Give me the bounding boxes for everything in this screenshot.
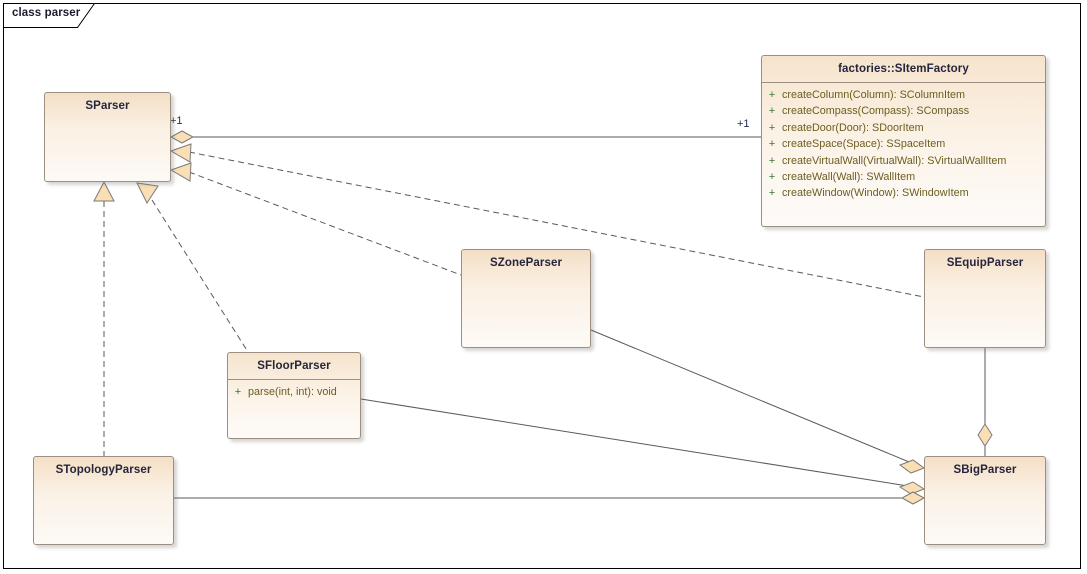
operations-compartment-sfloorparser: + parse(int, int): void xyxy=(228,379,360,406)
class-box-sbigparser[interactable]: SBigParser xyxy=(924,456,1046,545)
operation-signature: createSpace(Space): SSpaceItem xyxy=(782,138,946,151)
operation-row: + createSpace(Space): SSpaceItem xyxy=(762,136,1045,152)
visibility-marker: + xyxy=(768,154,776,167)
class-box-sequipparser[interactable]: SEquipParser xyxy=(924,249,1046,348)
operation-signature: createCompass(Compass): SCompass xyxy=(782,105,970,118)
class-box-szoneparser[interactable]: SZoneParser xyxy=(461,249,591,348)
operation-row: + createCompass(Compass): SCompass xyxy=(762,103,1045,119)
operations-compartment-sitemfactory: + createColumn(Column): SColumnItem + cr… xyxy=(762,82,1045,208)
class-name-sbigparser: SBigParser xyxy=(953,464,1017,476)
operation-row: + createWindow(Window): SWindowItem xyxy=(762,185,1045,201)
operation-row: + createDoor(Door): SDoorItem xyxy=(762,120,1045,136)
frame-tab-shape xyxy=(3,3,95,28)
class-name-sparser: SParser xyxy=(85,100,130,112)
class-box-sparser[interactable]: SParser xyxy=(44,92,171,182)
class-name-szoneparser: SZoneParser xyxy=(489,257,563,269)
diagram-frame-tab: class parser xyxy=(3,3,95,28)
class-name-sfloorparser: SFloorParser xyxy=(257,360,331,372)
visibility-marker: + xyxy=(768,187,776,200)
visibility-marker: + xyxy=(768,89,776,101)
class-box-sitemfactory[interactable]: factories::SItemFactory + createColumn(C… xyxy=(761,55,1046,227)
diagram-frame xyxy=(3,3,1081,569)
class-box-sfloorparser[interactable]: SFloorParser + parse(int, int): void xyxy=(227,352,361,439)
operation-signature: createDoor(Door): SDoorItem xyxy=(782,121,924,134)
operation-row: + createWall(Wall): SWallItem xyxy=(762,169,1045,185)
operation-row: + parse(int, int): void xyxy=(228,384,360,400)
class-name-stopologyparser: STopologyParser xyxy=(55,464,152,476)
operation-signature: createWall(Wall): SWallItem xyxy=(782,171,916,184)
class-name-sequipparser: SEquipParser xyxy=(946,257,1024,269)
operation-row: + createVirtualWall(VirtualWall): SVirtu… xyxy=(762,153,1045,169)
operation-signature: createWindow(Window): SWindowItem xyxy=(782,187,969,200)
visibility-marker: + xyxy=(234,386,242,398)
class-name-sitemfactory: factories::SItemFactory xyxy=(838,63,969,75)
operation-row: + createColumn(Column): SColumnItem xyxy=(762,87,1045,103)
frame-tab-label: class parser xyxy=(12,7,81,19)
operation-signature: createVirtualWall(VirtualWall): SVirtual… xyxy=(782,154,1007,167)
operation-signature: createColumn(Column): SColumnItem xyxy=(782,89,966,101)
multiplicity-factory-end: +1 xyxy=(737,118,750,130)
visibility-marker: + xyxy=(768,138,776,151)
visibility-marker: + xyxy=(768,105,776,118)
visibility-marker: + xyxy=(768,121,776,134)
operation-signature: parse(int, int): void xyxy=(248,386,337,398)
multiplicity-sparser-end: +1 xyxy=(170,115,183,127)
visibility-marker: + xyxy=(768,171,776,184)
class-box-stopologyparser[interactable]: STopologyParser xyxy=(33,456,174,545)
